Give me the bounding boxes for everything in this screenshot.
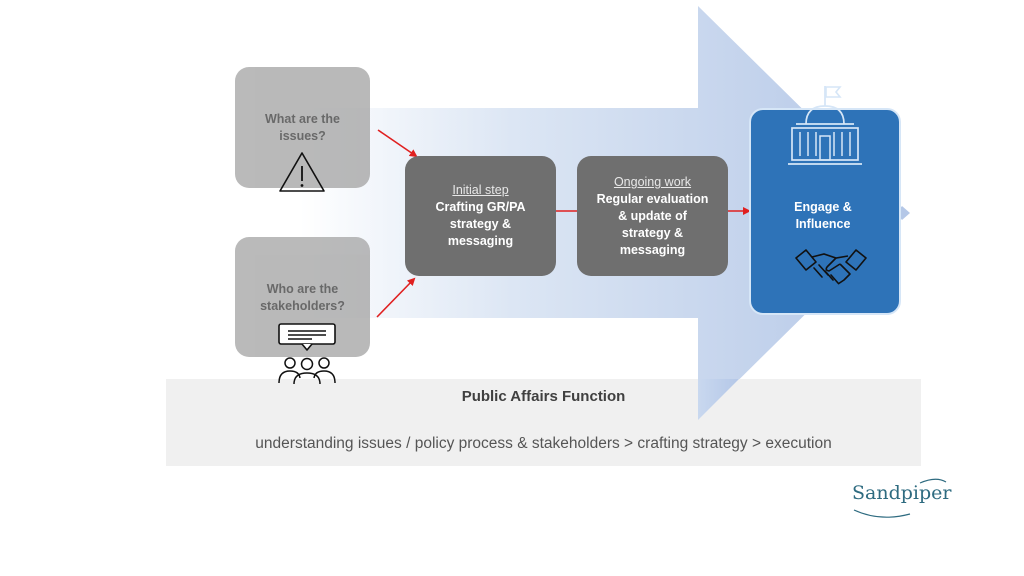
- stakeholders-question-label: Who are the stakeholders?: [260, 282, 345, 313]
- initial-step-box: Initial step Crafting GR/PA strategy & m…: [405, 156, 556, 276]
- connector-stakeholders-to-initial: [376, 277, 416, 318]
- audience-icon: [278, 323, 336, 385]
- issues-question-label: What are the issues?: [264, 112, 340, 143]
- small-arrow-tip: [902, 206, 910, 220]
- ongoing-work-body: Regular evaluation & update of strategy …: [596, 192, 709, 257]
- band-title: Public Affairs Function: [461, 388, 626, 405]
- initial-step-body: Crafting GR/PA strategy & messaging: [435, 200, 526, 248]
- engage-influence-box: [749, 108, 901, 315]
- handshake-icon: [795, 249, 867, 285]
- ongoing-work-header: Ongoing work: [613, 175, 692, 189]
- sandpiper-logo-swoosh: [853, 478, 947, 518]
- engage-influence-label: Engage & Influence: [794, 200, 852, 231]
- connector-issues-to-initial: [377, 129, 418, 158]
- initial-step-header: Initial step: [452, 183, 509, 197]
- capitol-building-icon: [788, 86, 862, 165]
- warning-icon: [279, 152, 325, 192]
- stakeholders-question-box: Who are the stakeholders?: [235, 237, 370, 357]
- ongoing-work-box: Ongoing work Regular evaluation & update…: [577, 156, 728, 276]
- public-affairs-band: [166, 379, 921, 466]
- band-subtitle: understanding issues / policy process & …: [255, 435, 832, 452]
- sandpiper-logo: Sandpiper: [852, 482, 952, 504]
